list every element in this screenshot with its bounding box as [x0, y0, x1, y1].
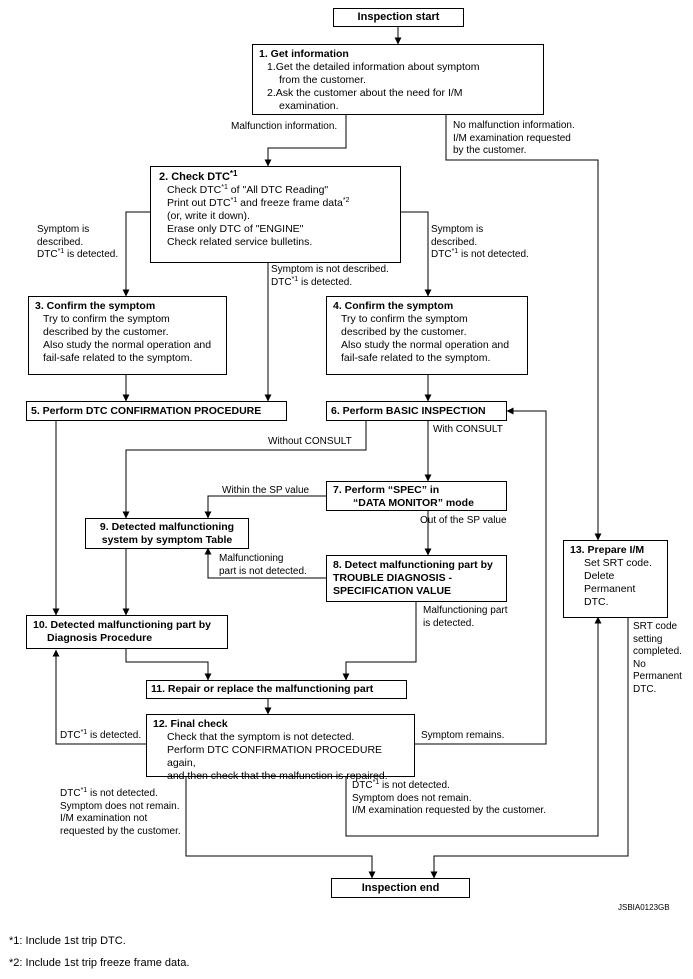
- label-symptom-not-described: Symptom is not described. DTC*1 is detec…: [271, 264, 389, 288]
- step-1-get-information: 1. Get information 1.Get the detailed in…: [252, 44, 544, 115]
- label-bottom-mid-condition: DTC*1 is not detected. Symptom does not …: [352, 779, 546, 816]
- label-within-sp-value: Within the SP value: [222, 485, 310, 496]
- label-bottom-left-condition: DTC*1 is not detected. Symptom does not …: [60, 787, 181, 837]
- label-symptom-described-left: Symptom is described. DTC*1 is detected.: [37, 224, 119, 260]
- step-2-line-4: Erase only DTC of "ENGINE": [167, 223, 304, 235]
- step-3-line-1: Try to confirm the symptom: [43, 313, 170, 325]
- step-11-repair-replace: 11. Repair or replace the malfunctioning…: [146, 680, 407, 699]
- label-malfunctioning-part-detected: Malfunctioning part is detected.: [423, 605, 508, 629]
- step-8-trouble-diagnosis: 8. Detect malfunctioning part by TROUBLE…: [326, 555, 507, 602]
- label-dtc-detected-final: DTC*1 is detected.: [60, 729, 142, 741]
- step-3-line-2: described by the customer.: [43, 326, 169, 338]
- footnote-1: *1: Include 1st trip DTC.: [9, 935, 126, 947]
- step-1-line-4: examination.: [279, 100, 339, 112]
- label-malfunction-information: Malfunction information.: [231, 121, 338, 132]
- step-12-title: 12. Final check: [153, 718, 228, 730]
- step-12-final-check: 12. Final check Check that the symptom i…: [146, 714, 415, 782]
- label-out-of-sp-value: Out of the SP value: [420, 515, 507, 526]
- label-symptom-described-right: Symptom is described. DTC*1 is not detec…: [431, 224, 529, 260]
- step-5-dtc-confirmation: 5. Perform DTC CONFIRMATION PROCEDURE: [26, 401, 287, 421]
- step-13-title: 13. Prepare I/M: [570, 544, 645, 556]
- step-1-line-1: 1.Get the detailed information about sym…: [267, 61, 480, 73]
- step-2-line-2: Print out DTC*1 and freeze frame data*2: [167, 197, 350, 209]
- step-3-line-4: fail-safe related to the symptom.: [43, 352, 193, 364]
- step-13-line-1: Set SRT code.: [584, 557, 652, 569]
- step-4-line-1: Try to confirm the symptom: [341, 313, 468, 325]
- step-9-symptom-table: 9. Detected malfunctioning system by sym…: [85, 518, 249, 549]
- step-10-diagnosis-procedure: 10. Detected malfunctioning part by Diag…: [26, 615, 228, 649]
- label-symptom-remains: Symptom remains.: [421, 730, 505, 741]
- step-4-confirm-symptom: 4. Confirm the symptom Try to confirm th…: [326, 296, 528, 375]
- label-with-consult: With CONSULT: [433, 424, 503, 435]
- step-6-basic-inspection: 6. Perform BASIC INSPECTION: [326, 401, 507, 421]
- inspection-start-node: Inspection start: [333, 8, 464, 27]
- label-without-consult: Without CONSULT: [268, 436, 352, 447]
- inspection-end-node: Inspection end: [331, 878, 470, 898]
- step-7-perform-spec: 7. Perform “SPEC” in “DATA MONITOR” mode: [326, 481, 507, 511]
- step-3-line-3: Also study the normal operation and: [43, 339, 212, 351]
- step-13-line-3: Permanent: [584, 583, 636, 595]
- step-2-title: 2. Check DTC*1: [159, 169, 238, 184]
- step-3-title: 3. Confirm the symptom: [35, 300, 156, 312]
- step-12-line-1: Check that the symptom is not detected.: [167, 731, 355, 743]
- label-srt-code-completed: SRT code setting completed. No Permanent…: [633, 621, 682, 695]
- step-3-confirm-symptom: 3. Confirm the symptom Try to confirm th…: [28, 296, 227, 375]
- step-4-line-2: described by the customer.: [341, 326, 467, 338]
- step-2-line-1: Check DTC*1 of "All DTC Reading": [167, 184, 329, 196]
- footnote-2: *2: Include 1st trip freeze frame data.: [9, 957, 190, 969]
- inspection-start-label: Inspection start: [357, 11, 440, 23]
- figure-id: JSBIA0123GB: [618, 903, 670, 912]
- step-1-line-3: 2.Ask the customer about the need for I/…: [267, 87, 463, 99]
- step-13-prepare-im: 13. Prepare I/M Set SRT code. Delete Per…: [563, 540, 668, 618]
- step-4-line-3: Also study the normal operation and: [341, 339, 510, 351]
- label-no-malfunction-information: No malfunction information. I/M examinat…: [453, 120, 575, 156]
- step-4-line-4: fail-safe related to the symptom.: [341, 352, 491, 364]
- step-12-line-3: and then check that the malfunction is r…: [167, 770, 388, 782]
- step-12-line-2: Perform DTC CONFIRMATION PROCEDURE again…: [167, 744, 383, 769]
- step-2-check-dtc: 2. Check DTC*1 Check DTC*1 of "All DTC R…: [150, 166, 401, 263]
- step-2-line-5: Check related service bulletins.: [167, 236, 313, 248]
- step-13-line-4: DTC.: [584, 596, 609, 608]
- step-1-title: 1. Get information: [259, 48, 349, 60]
- step-4-title: 4. Confirm the symptom: [333, 300, 454, 312]
- step-13-line-2: Delete: [584, 570, 615, 582]
- step-1-line-2: from the customer.: [279, 74, 366, 86]
- label-malfunctioning-part-not-detected: Malfunctioning part is not detected.: [219, 553, 307, 577]
- step-2-line-3: (or, write it down).: [167, 210, 250, 222]
